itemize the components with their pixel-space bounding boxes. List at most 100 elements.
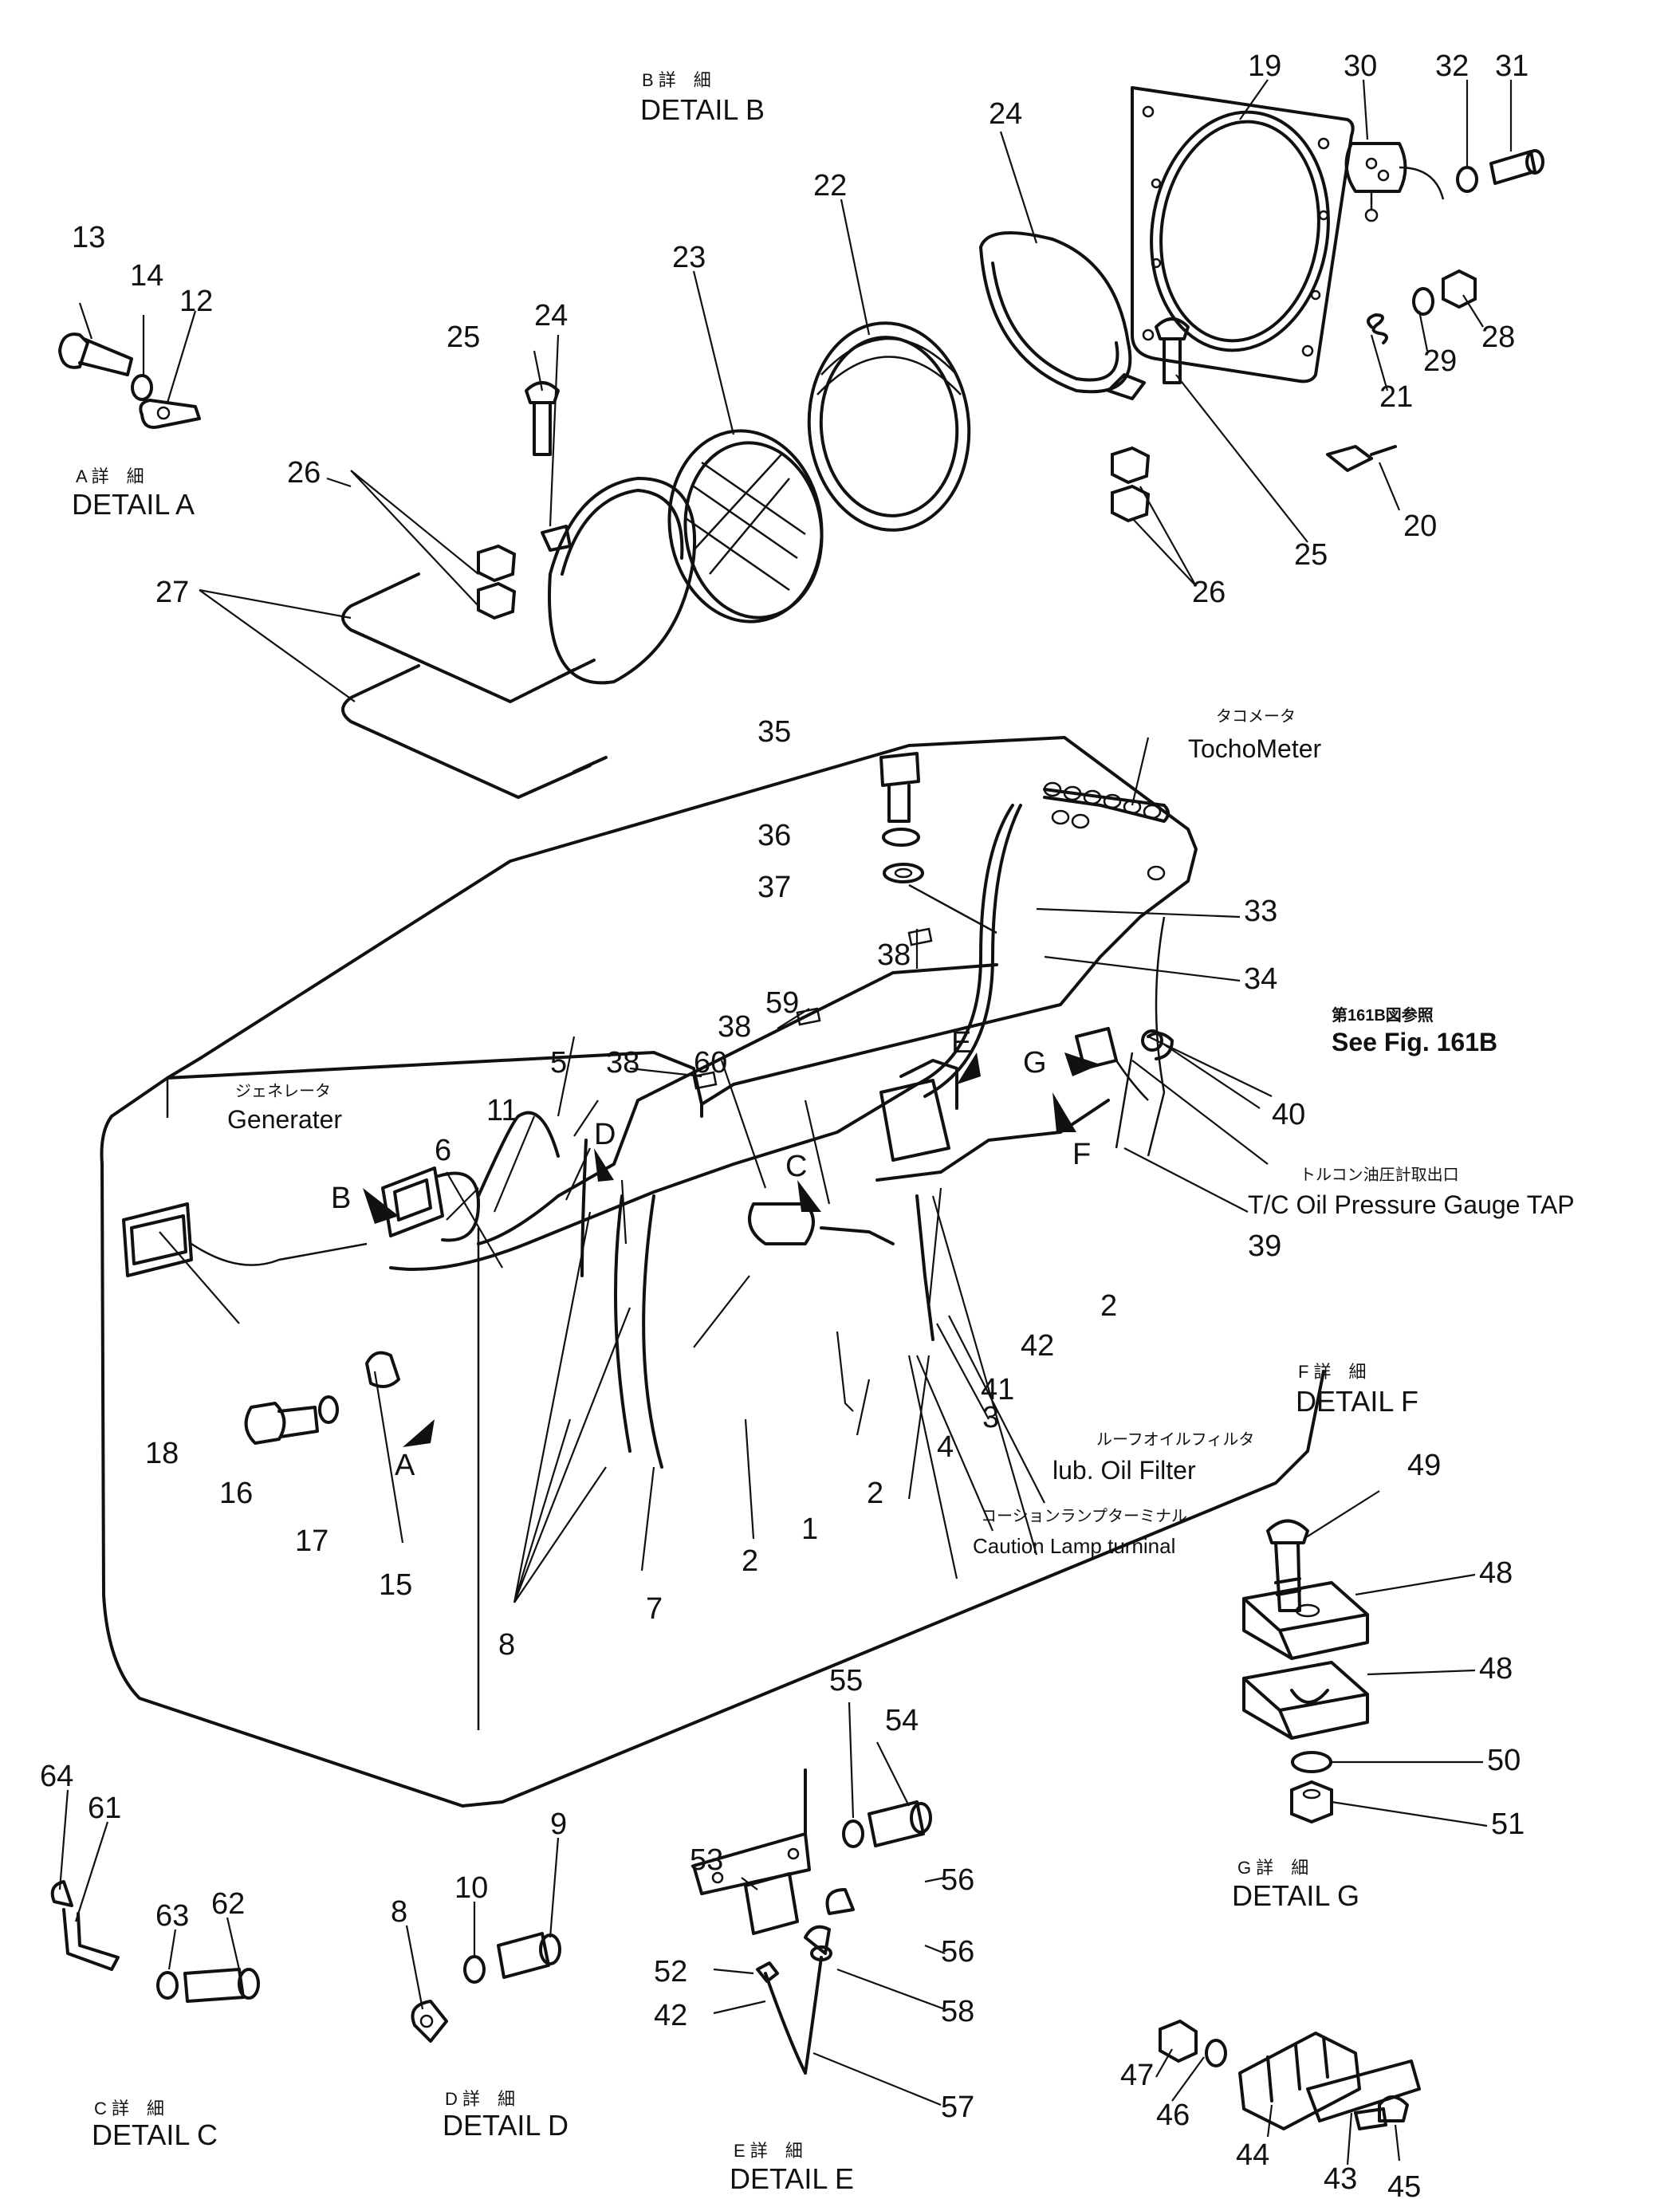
part-number-44: 44	[1236, 2138, 1269, 2172]
part-number-36: 36	[757, 819, 791, 852]
part-number-38a: 38	[877, 938, 911, 972]
part-number-17: 17	[295, 1524, 329, 1558]
part-number-6: 6	[435, 1134, 451, 1167]
part-number-30: 30	[1344, 49, 1377, 83]
part-number-14: 14	[130, 259, 163, 293]
part-number-45: 45	[1387, 2170, 1421, 2199]
part-number-1: 1	[801, 1513, 818, 1546]
wiring-harness	[122, 752, 1174, 1469]
detail-c-jp: C 詳 細	[94, 2099, 164, 2118]
arrow-letter-e: E	[951, 1026, 971, 1060]
detail-b-en: DETAIL B	[640, 93, 765, 126]
part-number-39: 39	[1248, 1229, 1281, 1263]
part-number-10: 10	[454, 1871, 488, 1905]
part-number-22: 22	[813, 169, 847, 203]
part-number-34: 34	[1244, 962, 1277, 996]
part-number-26a: 26	[287, 456, 321, 490]
tc-label-jp: トルコン油圧計取出口	[1300, 1166, 1459, 1184]
arrow-letter-a: A	[395, 1449, 415, 1482]
part-number-9: 9	[550, 1808, 567, 1841]
part-number-46: 46	[1156, 2099, 1190, 2132]
tacho-label-en: TochoMeter	[1188, 734, 1322, 763]
lub-label-en: lub. Oil Filter	[1052, 1456, 1196, 1485]
part-number-4: 4	[937, 1430, 954, 1464]
part-number-43: 43	[1324, 2162, 1357, 2196]
part-number-64: 64	[40, 1760, 73, 1793]
caution-label-en: Caution Lamp turninal	[973, 1534, 1175, 1558]
detail-g-en: DETAIL G	[1232, 1879, 1359, 1912]
detail-f-parts	[1242, 1519, 1369, 1824]
part-number-8b: 8	[391, 1895, 407, 1929]
arrow-letter-f: F	[1072, 1138, 1091, 1171]
detail-a-parts	[58, 332, 201, 429]
arrow-letter-g: G	[1023, 1046, 1047, 1080]
part-number-28: 28	[1481, 321, 1515, 354]
leader-lines	[58, 79, 1513, 2166]
part-number-2a: 2	[1100, 1289, 1117, 1323]
part-number-41: 41	[981, 1373, 1014, 1406]
arrow-letter-c: C	[785, 1150, 807, 1183]
main-body-outline	[100, 736, 1325, 1808]
part-number-24b: 24	[989, 97, 1022, 131]
part-number-60: 60	[694, 1046, 727, 1080]
detail-d-jp: D 詳 細	[445, 2089, 515, 2109]
generator-label-en: Generater	[227, 1105, 342, 1134]
detail-e-jp: E 詳 細	[734, 2141, 803, 2161]
part-number-54: 54	[885, 1704, 919, 1737]
part-number-33: 33	[1244, 895, 1277, 928]
part-number-51: 51	[1491, 1808, 1525, 1841]
seefig-label-en: See Fig. 161B	[1332, 1028, 1497, 1056]
part-number-53: 53	[690, 1843, 723, 1877]
part-number-8a: 8	[498, 1628, 515, 1662]
part-number-2b: 2	[867, 1477, 883, 1510]
detail-e-en: DETAIL E	[730, 2162, 854, 2195]
tc-label-en: T/C Oil Pressure Gauge TAP	[1248, 1190, 1575, 1219]
detail-a-en: DETAIL A	[72, 488, 195, 521]
part-number-12: 12	[179, 285, 213, 318]
part-number-5: 5	[550, 1046, 567, 1080]
part-number-27: 27	[155, 576, 189, 609]
part-number-25b: 25	[1294, 538, 1328, 572]
detail-b-jp: B 詳 細	[642, 70, 711, 90]
detail-a-jp: A 詳 細	[76, 466, 144, 486]
part-number-57: 57	[941, 2091, 974, 2124]
part-number-48a: 48	[1479, 1556, 1513, 1590]
part-number-31: 31	[1495, 49, 1529, 83]
part-number-56b: 56	[941, 1935, 974, 1969]
part-number-25a: 25	[447, 321, 480, 354]
part-number-23: 23	[672, 241, 706, 274]
view-arrows	[363, 1052, 1100, 1447]
detail-g-parts	[1159, 2019, 1421, 2130]
part-number-42a: 42	[1021, 1329, 1054, 1363]
part-number-58: 58	[941, 1995, 974, 2028]
part-number-61: 61	[88, 1792, 121, 1825]
part-number-42b: 42	[654, 1999, 687, 2032]
detail-f-jp: F 詳 細	[1298, 1362, 1367, 1382]
part-numbers: 13 14 12 25 24 23 22 24 19 30 32 31 28 2…	[40, 49, 1529, 2199]
part-number-24a: 24	[534, 299, 568, 332]
detail-c-en: DETAIL C	[92, 2118, 218, 2151]
detail-e-parts	[692, 1768, 932, 2075]
part-number-18: 18	[145, 1437, 179, 1470]
seefig-label-jp: 第161B図参照	[1332, 1005, 1434, 1025]
part-number-29: 29	[1423, 344, 1457, 378]
part-number-26b: 26	[1192, 576, 1226, 609]
part-number-19: 19	[1248, 49, 1281, 83]
part-number-59: 59	[765, 986, 799, 1020]
part-number-55: 55	[829, 1664, 863, 1697]
part-number-38b: 38	[718, 1010, 751, 1044]
arrow-letters: B A C D E G F	[331, 1026, 1091, 1482]
detail-d-en: DETAIL D	[443, 2109, 569, 2142]
arrow-letter-b: B	[331, 1182, 351, 1215]
part-number-49: 49	[1407, 1449, 1441, 1482]
part-number-3: 3	[982, 1401, 999, 1434]
part-number-16: 16	[219, 1477, 253, 1510]
part-number-15: 15	[379, 1568, 412, 1602]
part-number-37: 37	[757, 871, 791, 904]
detail-c-d-parts	[50, 1880, 561, 2043]
detail-g-jp: G 詳 細	[1237, 1858, 1308, 1878]
part-number-2c: 2	[742, 1544, 758, 1578]
callout-labels: タコメータ TochoMeter ジェネレータ Generater 第161B図…	[227, 707, 1575, 1558]
misc-bolts	[244, 1351, 400, 1445]
